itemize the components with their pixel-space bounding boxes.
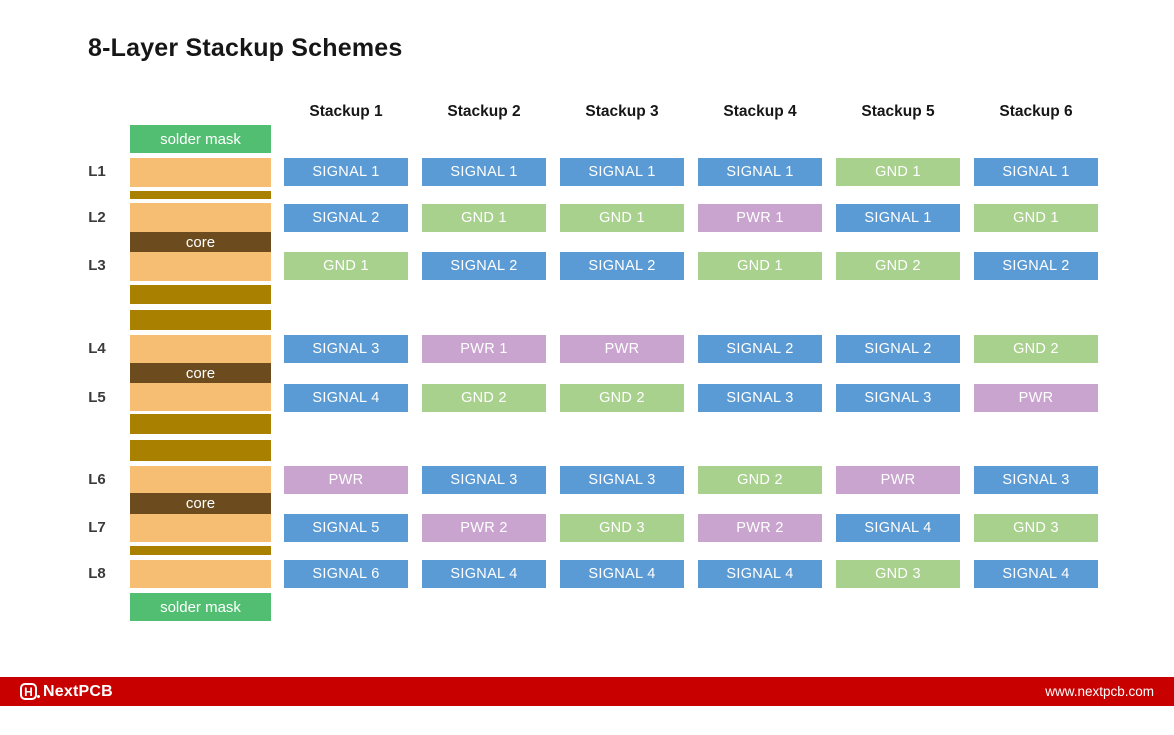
grid-cell-l7-stackup3: GND 3 [560, 514, 684, 542]
grid-cell-l6-stackup3: SIGNAL 3 [560, 466, 684, 494]
page-title: 8-Layer Stackup Schemes [88, 34, 403, 62]
column-header-5: Stackup 5 [861, 103, 935, 120]
footer-bar: H NextPCB www.nextpcb.com [0, 677, 1174, 706]
grid-cell-l8-stackup4: SIGNAL 4 [698, 560, 822, 588]
grid-cell-l8-stackup3: SIGNAL 4 [560, 560, 684, 588]
column-header-2: Stackup 2 [447, 103, 521, 120]
grid-cell-l6-stackup2: SIGNAL 3 [422, 466, 546, 494]
grid-cell-l5-stackup3: GND 2 [560, 384, 684, 412]
grid-cell-l3-stackup3: SIGNAL 2 [560, 252, 684, 280]
stack-band-copper [130, 560, 271, 588]
grid-cell-l1-stackup1: SIGNAL 1 [284, 158, 408, 186]
grid-cell-l1-stackup6: SIGNAL 1 [974, 158, 1098, 186]
column-header-4: Stackup 4 [723, 103, 797, 120]
grid-cell-l5-stackup6: PWR [974, 384, 1098, 412]
column-header-6: Stackup 6 [999, 103, 1073, 120]
grid-cell-l7-stackup5: SIGNAL 4 [836, 514, 960, 542]
row-label-l8: L8 [88, 565, 106, 582]
logo-letter: H [24, 684, 33, 699]
stack-band-prepreg-thin [130, 546, 271, 555]
stack-band-copper [130, 383, 271, 411]
grid-cell-l2-stackup4: PWR 1 [698, 204, 822, 232]
grid-cell-l2-stackup6: GND 1 [974, 204, 1098, 232]
row-label-l4: L4 [88, 340, 106, 357]
stack-band-copper [130, 252, 271, 281]
row-label-l3: L3 [88, 257, 106, 274]
stack-band-solder-mask: solder mask [130, 125, 271, 153]
logo-dot [37, 695, 40, 698]
grid-cell-l8-stackup5: GND 3 [836, 560, 960, 588]
grid-cell-l5-stackup4: SIGNAL 3 [698, 384, 822, 412]
stack-band-solder-mask: solder mask [130, 593, 271, 621]
stack-band-core: core [130, 363, 271, 383]
stack-band-core: core [130, 493, 271, 514]
grid-cell-l2-stackup1: SIGNAL 2 [284, 204, 408, 232]
grid-cell-l2-stackup5: SIGNAL 1 [836, 204, 960, 232]
stack-band-prepreg [130, 440, 271, 461]
row-label-l6: L6 [88, 471, 106, 488]
row-label-l2: L2 [88, 209, 106, 226]
stack-band-core: core [130, 232, 271, 252]
stack-band-prepreg [130, 310, 271, 330]
grid-cell-l6-stackup4: GND 2 [698, 466, 822, 494]
grid-cell-l2-stackup3: GND 1 [560, 204, 684, 232]
grid-cell-l1-stackup3: SIGNAL 1 [560, 158, 684, 186]
brand: H NextPCB [20, 683, 113, 701]
grid-cell-l3-stackup6: SIGNAL 2 [974, 252, 1098, 280]
grid-cell-l6-stackup1: PWR [284, 466, 408, 494]
column-header-1: Stackup 1 [309, 103, 383, 120]
footer-url: www.nextpcb.com [1045, 684, 1154, 699]
grid-cell-l4-stackup1: SIGNAL 3 [284, 335, 408, 363]
grid-cell-l7-stackup6: GND 3 [974, 514, 1098, 542]
grid-cell-l8-stackup1: SIGNAL 6 [284, 560, 408, 588]
grid-cell-l8-stackup2: SIGNAL 4 [422, 560, 546, 588]
grid-cell-l3-stackup1: GND 1 [284, 252, 408, 280]
stack-band-prepreg-thin [130, 191, 271, 199]
stack-band-copper [130, 514, 271, 542]
stack-band-copper [130, 203, 271, 232]
grid-cell-l5-stackup2: GND 2 [422, 384, 546, 412]
nextpcb-logo-icon: H [20, 683, 40, 700]
grid-cell-l1-stackup4: SIGNAL 1 [698, 158, 822, 186]
grid-cell-l5-stackup1: SIGNAL 4 [284, 384, 408, 412]
grid-cell-l2-stackup2: GND 1 [422, 204, 546, 232]
grid-cell-l3-stackup4: GND 1 [698, 252, 822, 280]
row-label-l1: L1 [88, 163, 106, 180]
grid-cell-l8-stackup6: SIGNAL 4 [974, 560, 1098, 588]
stack-band-copper [130, 466, 271, 493]
grid-cell-l7-stackup2: PWR 2 [422, 514, 546, 542]
grid-cell-l1-stackup5: GND 1 [836, 158, 960, 186]
grid-cell-l4-stackup4: SIGNAL 2 [698, 335, 822, 363]
stack-band-prepreg [130, 285, 271, 304]
grid-cell-l4-stackup6: GND 2 [974, 335, 1098, 363]
grid-cell-l7-stackup4: PWR 2 [698, 514, 822, 542]
grid-cell-l6-stackup6: SIGNAL 3 [974, 466, 1098, 494]
brand-name: NextPCB [43, 682, 113, 700]
stack-band-copper [130, 158, 271, 187]
grid-cell-l3-stackup5: GND 2 [836, 252, 960, 280]
grid-cell-l6-stackup5: PWR [836, 466, 960, 494]
grid-cell-l4-stackup3: PWR [560, 335, 684, 363]
grid-cell-l7-stackup1: SIGNAL 5 [284, 514, 408, 542]
grid-cell-l1-stackup2: SIGNAL 1 [422, 158, 546, 186]
grid-cell-l4-stackup2: PWR 1 [422, 335, 546, 363]
stack-band-copper [130, 335, 271, 363]
grid-cell-l3-stackup2: SIGNAL 2 [422, 252, 546, 280]
column-header-3: Stackup 3 [585, 103, 659, 120]
grid-cell-l4-stackup5: SIGNAL 2 [836, 335, 960, 363]
row-label-l5: L5 [88, 389, 106, 406]
stack-band-prepreg [130, 414, 271, 434]
row-label-l7: L7 [88, 519, 106, 536]
grid-cell-l5-stackup5: SIGNAL 3 [836, 384, 960, 412]
